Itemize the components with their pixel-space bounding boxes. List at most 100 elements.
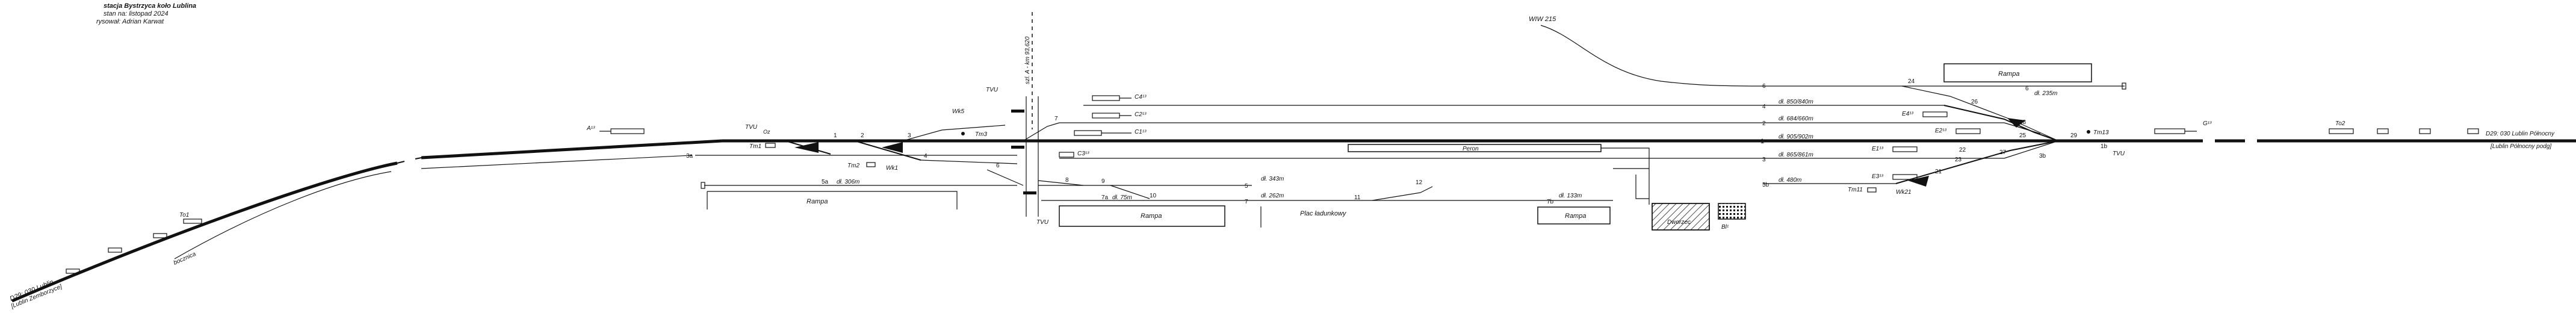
track-4-connector xyxy=(920,160,1018,164)
signal-Tm2-icon xyxy=(866,162,876,167)
switch-22: 22 xyxy=(1959,147,1966,153)
signal-E4-label: E4¹³ xyxy=(1902,111,1914,117)
plac-label: Plac ładunkowy xyxy=(1300,210,1347,217)
switch-24: 24 xyxy=(1908,78,1915,85)
track-5b-length: dł. 480m xyxy=(1779,177,1801,184)
signal-C2-icon xyxy=(1092,113,1120,119)
track-3-number: 3 xyxy=(1762,156,1766,163)
signal-block-top xyxy=(1011,110,1024,113)
track-5b-connector xyxy=(1895,140,2059,184)
track-6-number: 6 xyxy=(1762,83,1766,90)
bocznica-track xyxy=(174,171,392,259)
marker-r-1 xyxy=(2377,128,2389,134)
switch-3-branch xyxy=(902,125,1006,141)
switch-11: 11 xyxy=(1354,194,1361,201)
signal-Tm1-icon xyxy=(765,143,776,148)
switch-marker-2 xyxy=(882,142,903,153)
signal-Tm3: Tm3 xyxy=(975,131,987,138)
track-7-length: dł. 262m xyxy=(1261,193,1284,199)
track-3a-left xyxy=(421,155,693,169)
switch-marker-1 xyxy=(794,142,819,153)
rampa-right xyxy=(1537,206,1611,225)
signal-Tm1: Tm1 xyxy=(749,143,761,150)
track-3a-number: 3a xyxy=(686,153,693,160)
track-7-number: 7 xyxy=(1245,199,1248,205)
switch-marker-r1 xyxy=(2007,118,2025,128)
track-2-length: dł. 684/660m xyxy=(1779,116,1813,122)
main-line-curve xyxy=(11,161,398,303)
track-7b-length: dł. 133m xyxy=(1559,193,1582,199)
header-author: rysował: Adrian Karwat xyxy=(96,18,164,25)
signal-Tm2: Tm2 xyxy=(847,163,859,169)
marker-box-3 xyxy=(66,268,80,274)
signal-E4-icon xyxy=(1922,111,1948,117)
signal-TVU-right: TVU xyxy=(2113,150,2125,157)
switch-8: 8 xyxy=(1065,177,1069,184)
switch-28: 28 xyxy=(2019,119,2026,126)
track-2-entry xyxy=(1023,122,1060,141)
main-break-b xyxy=(415,157,422,160)
signal-C3-label: C3¹³ xyxy=(1077,150,1089,157)
switch-25: 25 xyxy=(2019,132,2026,139)
track-5a-length: dł. 306m xyxy=(837,179,859,185)
main-break-a xyxy=(397,161,405,164)
switch-26: 26 xyxy=(1971,99,1978,105)
line-right-label: D29: 030 Lublin Północny xyxy=(2486,131,2555,137)
track-6-stop xyxy=(2122,82,2126,90)
track-7a-number: 7a xyxy=(1101,194,1109,201)
dworzec-label: Dworzec xyxy=(1667,219,1691,226)
signal-E3-label: E3¹³ xyxy=(1872,173,1884,180)
rampa-mid xyxy=(1059,205,1225,227)
rampa-mid-label: Rampa xyxy=(1141,212,1162,220)
marker-box-2 xyxy=(153,233,167,238)
signal-Tm11: Tm11 xyxy=(1848,187,1863,193)
track-5-number: 5 xyxy=(1245,183,1248,190)
building-bl xyxy=(1718,203,1746,220)
signal-To1: To1 xyxy=(179,212,189,218)
rampa-right-label: Rampa xyxy=(1565,212,1586,220)
marker-box-1 xyxy=(108,247,122,253)
switch-6-branch xyxy=(986,169,1024,186)
switch-10: 10 xyxy=(1150,193,1157,199)
track-3-length: dł. 865/861m xyxy=(1779,152,1813,158)
track-3b-number: 3b xyxy=(2039,153,2046,160)
signal-block-bot xyxy=(1023,191,1036,194)
signal-To2-icon xyxy=(2329,128,2354,134)
rampa-top xyxy=(1943,63,2092,82)
signal-G-icon xyxy=(2154,128,2185,134)
rampa-top-label: Rampa xyxy=(1998,70,2019,78)
signal-Tm11-icon xyxy=(1867,187,1877,193)
signal-TVU-left: TVU xyxy=(745,124,758,131)
building-bl-label: Bl¹ xyxy=(1721,224,1729,231)
track-1b-number: 1b xyxy=(2101,143,2108,150)
header-date: stan na: listopad 2024 xyxy=(104,10,169,17)
track-6-converge xyxy=(1901,85,2059,141)
signal-C1-label: C1¹³ xyxy=(1135,129,1147,135)
bridge-track xyxy=(1540,25,1764,87)
line-right-sub: [Lublin Północny podg] xyxy=(2490,143,2551,150)
dworzec-hatch xyxy=(1652,203,1710,231)
track-7b-number: 7b xyxy=(1547,199,1554,205)
signal-To1-icon xyxy=(183,218,202,224)
signal-Tm13-icon xyxy=(2087,130,2090,134)
switch-27: 27 xyxy=(1999,149,2007,156)
signal-E2-icon xyxy=(1955,128,1981,134)
signal-Tm13: Tm13 xyxy=(2093,129,2109,136)
crossover-2-4 xyxy=(854,140,921,161)
walkway-3 xyxy=(1635,175,1649,199)
track-5a-number: 5a xyxy=(822,179,829,185)
track-6-sub: 6 xyxy=(2025,85,2029,92)
track-4-converge xyxy=(1943,105,2059,141)
signal-E1-icon xyxy=(1892,146,1918,152)
signal-Wk1: Wk1 xyxy=(886,165,898,172)
track-6-length: dł. 235m xyxy=(2034,90,2057,97)
switch-9: 9 xyxy=(1101,178,1105,185)
signal-C1-icon xyxy=(1074,130,1102,136)
signal-Wk21: Wk21 xyxy=(1896,189,1912,196)
peron-walkway xyxy=(1601,147,1650,205)
switch-7: 7 xyxy=(1054,116,1058,122)
signal-E2-label: E2¹³ xyxy=(1935,128,1947,134)
peron-label: Peron xyxy=(1463,146,1479,152)
switch-2: 2 xyxy=(861,132,864,139)
switch-9-branch xyxy=(1110,185,1150,199)
